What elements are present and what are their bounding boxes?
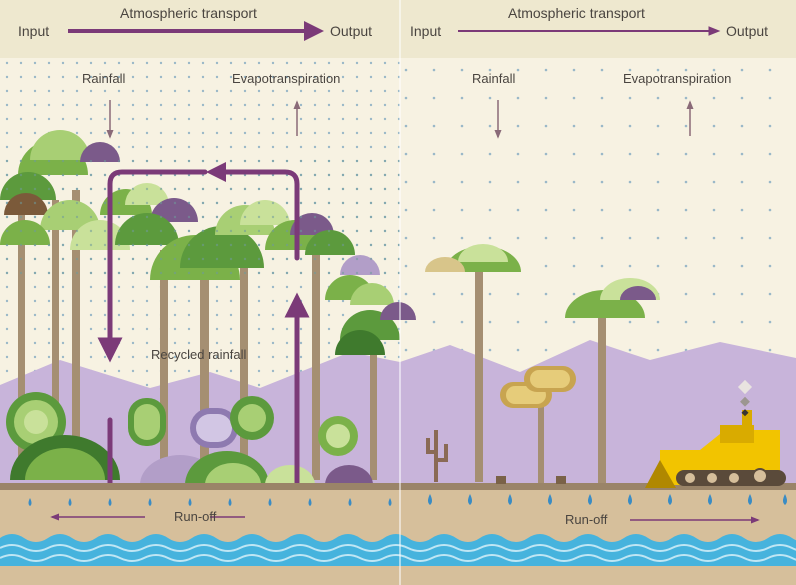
recycled-rainfall-label: Recycled rainfall (151, 347, 247, 362)
header-input-right: Input (410, 23, 442, 39)
water-band (0, 534, 796, 566)
evapotranspiration-label-left: Evapotranspiration (232, 71, 341, 86)
loop-arrowhead-top (206, 162, 226, 182)
forest-understory (6, 392, 373, 485)
rainfall-label-right: Rainfall (472, 71, 516, 86)
header-output-right: Output (726, 23, 769, 39)
runoff-label-left: Run-off (174, 509, 217, 524)
ground-line (0, 483, 796, 491)
soil-droplets (28, 494, 787, 506)
header-title-right: Atmospheric transport (508, 5, 645, 21)
forest-canopy (0, 130, 416, 480)
header-title-left: Atmospheric transport (120, 5, 257, 21)
header-output-left: Output (330, 23, 373, 39)
runoff-label-right: Run-off (565, 512, 608, 527)
degraded-trees (425, 244, 660, 484)
evapotranspiration-label-right: Evapotranspiration (623, 71, 732, 86)
bulldozer-icon (645, 379, 786, 488)
header-input-left: Input (18, 23, 50, 39)
rainfall-label-left: Rainfall (82, 71, 126, 86)
